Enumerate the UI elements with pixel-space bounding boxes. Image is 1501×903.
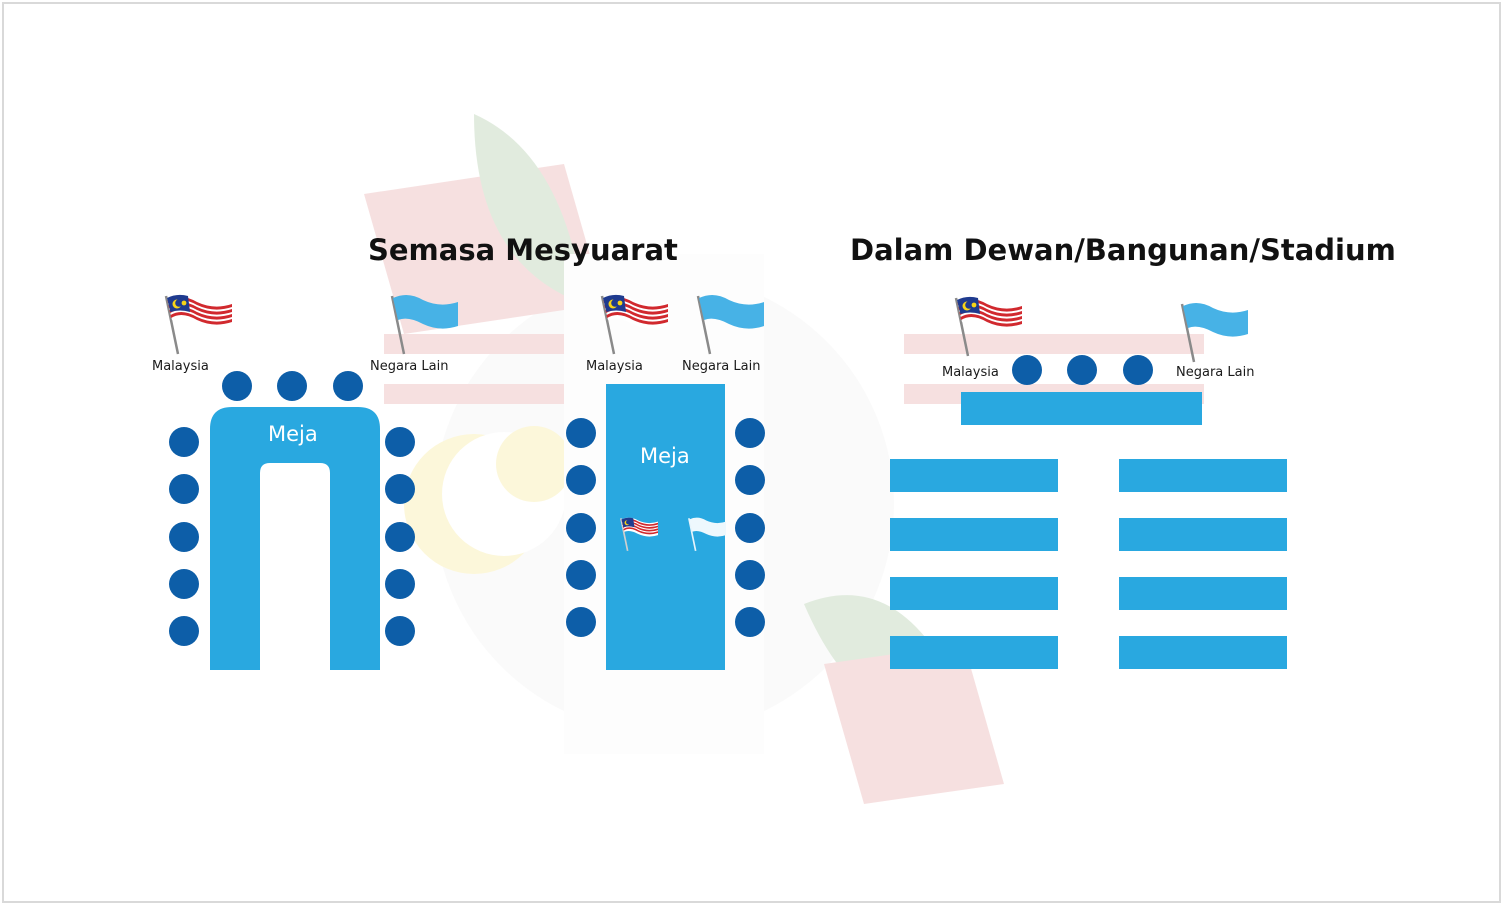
country-flag-icon: [390, 294, 458, 355]
hall-title: Dalam Dewan/Bangunan/Stadium: [850, 233, 1396, 267]
malaysia-flag-icon: [164, 294, 232, 355]
audience-row-right: [1119, 577, 1287, 610]
audience-row-right: [1119, 518, 1287, 551]
country-flag-icon: [1180, 302, 1248, 363]
table-label: Meja: [268, 422, 318, 446]
other-country-label: Negara Lain: [370, 359, 449, 374]
seat: [169, 427, 199, 457]
seat: [566, 513, 596, 543]
audience-row-left: [890, 636, 1058, 669]
seat: [169, 616, 199, 646]
seat: [333, 371, 363, 401]
seat: [735, 465, 765, 495]
seat: [385, 616, 415, 646]
other-country-label: Negara Lain: [1176, 365, 1255, 380]
malaysia-label: Malaysia: [586, 359, 643, 374]
seat: [566, 607, 596, 637]
meeting-title: Semasa Mesyuarat: [368, 233, 678, 267]
audience-row-left: [890, 518, 1058, 551]
seat: [385, 474, 415, 504]
seat: [169, 522, 199, 552]
seat: [566, 465, 596, 495]
malaysia-flag-icon: [954, 296, 1022, 357]
seat: [1012, 355, 1042, 385]
seat: [385, 569, 415, 599]
seat: [735, 560, 765, 590]
seat: [169, 474, 199, 504]
seat: [169, 569, 199, 599]
seat: [735, 418, 765, 448]
audience-row-right: [1119, 636, 1287, 669]
malaysia-label: Malaysia: [152, 359, 209, 374]
seat: [385, 522, 415, 552]
seat: [1067, 355, 1097, 385]
country-flag-icon: [696, 294, 764, 355]
country-flag-icon: [688, 517, 726, 552]
seat: [735, 513, 765, 543]
seat: [385, 427, 415, 457]
u-shaped-table: [210, 407, 380, 670]
audience-row-right: [1119, 459, 1287, 492]
seat: [566, 560, 596, 590]
seat: [277, 371, 307, 401]
table-label: Meja: [640, 444, 690, 468]
audience-row-left: [890, 459, 1058, 492]
seat: [222, 371, 252, 401]
malaysia-flag-icon: [600, 294, 668, 355]
head-table: [961, 392, 1202, 425]
malaysia-flag-icon: [620, 517, 658, 552]
malaysia-label: Malaysia: [942, 365, 999, 380]
seat: [566, 418, 596, 448]
other-country-label: Negara Lain: [682, 359, 761, 374]
seat: [735, 607, 765, 637]
audience-row-left: [890, 577, 1058, 610]
seat: [1123, 355, 1153, 385]
